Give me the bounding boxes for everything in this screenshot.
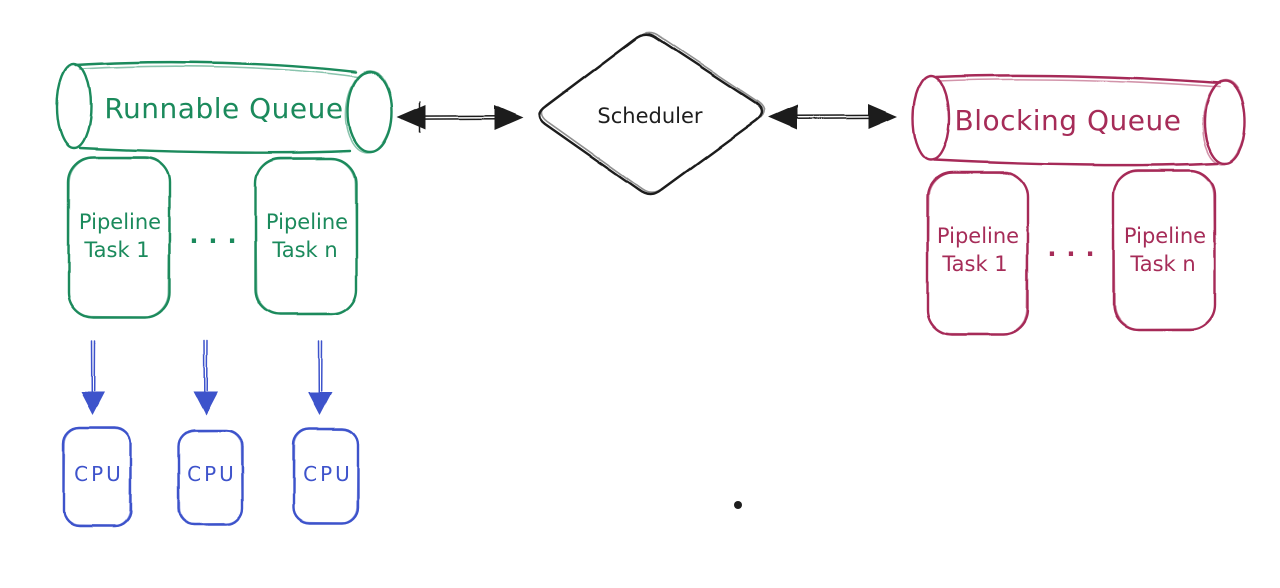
task-label-line1: Pipeline (79, 210, 161, 234)
cpu-box-3-outline (292, 427, 360, 525)
cpu-box-sketch (62, 426, 132, 528)
runnable-task-1[interactable]: Pipeline Task 1 (67, 156, 171, 319)
task-box-sketch (67, 156, 171, 319)
cylinder-top-edge-sketch (937, 78, 1221, 88)
arrowhead-right (869, 104, 898, 129)
arrowhead-down (81, 392, 105, 415)
cylinder-right-cap-sketch (345, 70, 393, 154)
blocking-tasks-ellipsis[interactable]: ... (1047, 234, 1104, 262)
cylinder-bottom-edge (932, 158, 1220, 167)
task-label-line1: Pipeline (266, 210, 348, 234)
diamond-outline-sketch (540, 31, 766, 194)
cylinder-right-cap-sketch (1202, 79, 1246, 165)
arrow-runnable-scheduler[interactable] (397, 101, 523, 133)
blocking-queue-cylinder[interactable]: Blocking Queue (911, 74, 1247, 167)
cpu-box-sketch (292, 427, 360, 525)
cpu-box-1[interactable]: CPU (62, 426, 132, 528)
cpu-arrow-1[interactable] (81, 340, 105, 415)
task-label-line2: Task n (1129, 252, 1195, 276)
cylinder-top-edge-sketch (79, 65, 359, 78)
task-label-line2: Task 1 (83, 238, 149, 262)
arrow-runnable-scheduler-body (397, 101, 523, 133)
cpu-box-2[interactable]: CPU (177, 429, 244, 526)
cylinder-top-edge (74, 60, 358, 74)
arrow-scheduler-blocking[interactable] (768, 104, 898, 130)
cylinder-bottom-edge (78, 146, 352, 154)
blocking-task-1[interactable]: Pipeline Task 1 (926, 171, 1029, 336)
arrowhead-right (494, 104, 523, 130)
cpu-arrow-3[interactable] (308, 340, 332, 415)
scheduler-diamond[interactable]: Scheduler (538, 31, 766, 196)
cylinder-left-cap (911, 74, 951, 162)
scheduler-label: Scheduler (597, 104, 702, 128)
blocking-task-1-outline (926, 171, 1029, 336)
cpu-label: CPU (187, 462, 237, 486)
cpu-label: CPU (303, 462, 353, 486)
cpu-arrow-2-body (194, 340, 218, 415)
blocking-task-n-outline (1112, 169, 1216, 331)
task-label-line1: Pipeline (1124, 224, 1206, 248)
cpu-arrow-1-body (81, 340, 105, 415)
cylinder-top-edge (934, 74, 1222, 85)
stray-ink-dot (734, 501, 742, 509)
task-box-sketch (254, 157, 358, 316)
cpu-label: CPU (74, 462, 124, 486)
cpu-box-1-outline (62, 426, 132, 528)
arrow-scheduler-blocking-body (768, 104, 898, 130)
runnable-queue-cylinder-outline (55, 60, 394, 154)
cpu-arrow-2[interactable] (194, 340, 218, 415)
arrowhead-left (397, 104, 426, 130)
blocking-queue-label: Blocking Queue (955, 104, 1182, 137)
runnable-queue-cylinder[interactable]: Runnable Queue (55, 60, 394, 154)
cpu-box-3[interactable]: CPU (292, 427, 360, 525)
cpu-box-sketch (177, 429, 244, 526)
runnable-task-1-outline (67, 156, 171, 319)
runnable-tasks-ellipsis[interactable]: ... (189, 221, 246, 249)
blocking-queue-cylinder-outline (911, 74, 1247, 167)
cylinder-left-cap (55, 62, 93, 150)
runnable-queue-label: Runnable Queue (104, 92, 343, 125)
arrowhead-down (308, 392, 332, 415)
task-box (1112, 169, 1216, 331)
runnable-task-n-outline (254, 157, 358, 316)
scheduler-diamond-outline (538, 31, 766, 196)
runnable-task-n[interactable]: Pipeline Task n (254, 157, 358, 316)
cpu-box-2-outline (177, 429, 244, 526)
arrowhead-left (768, 105, 797, 130)
task-box-sketch (926, 171, 1029, 336)
task-label-line2: Task 1 (941, 252, 1007, 276)
task-label-line1: Pipeline (937, 224, 1019, 248)
task-box (254, 157, 358, 316)
task-box-sketch (1112, 169, 1216, 331)
arrowhead-down (194, 392, 218, 415)
cpu-arrow-3-body (308, 340, 332, 415)
blocking-task-n[interactable]: Pipeline Task n (1112, 169, 1216, 331)
task-label-line2: Task n (271, 238, 337, 262)
